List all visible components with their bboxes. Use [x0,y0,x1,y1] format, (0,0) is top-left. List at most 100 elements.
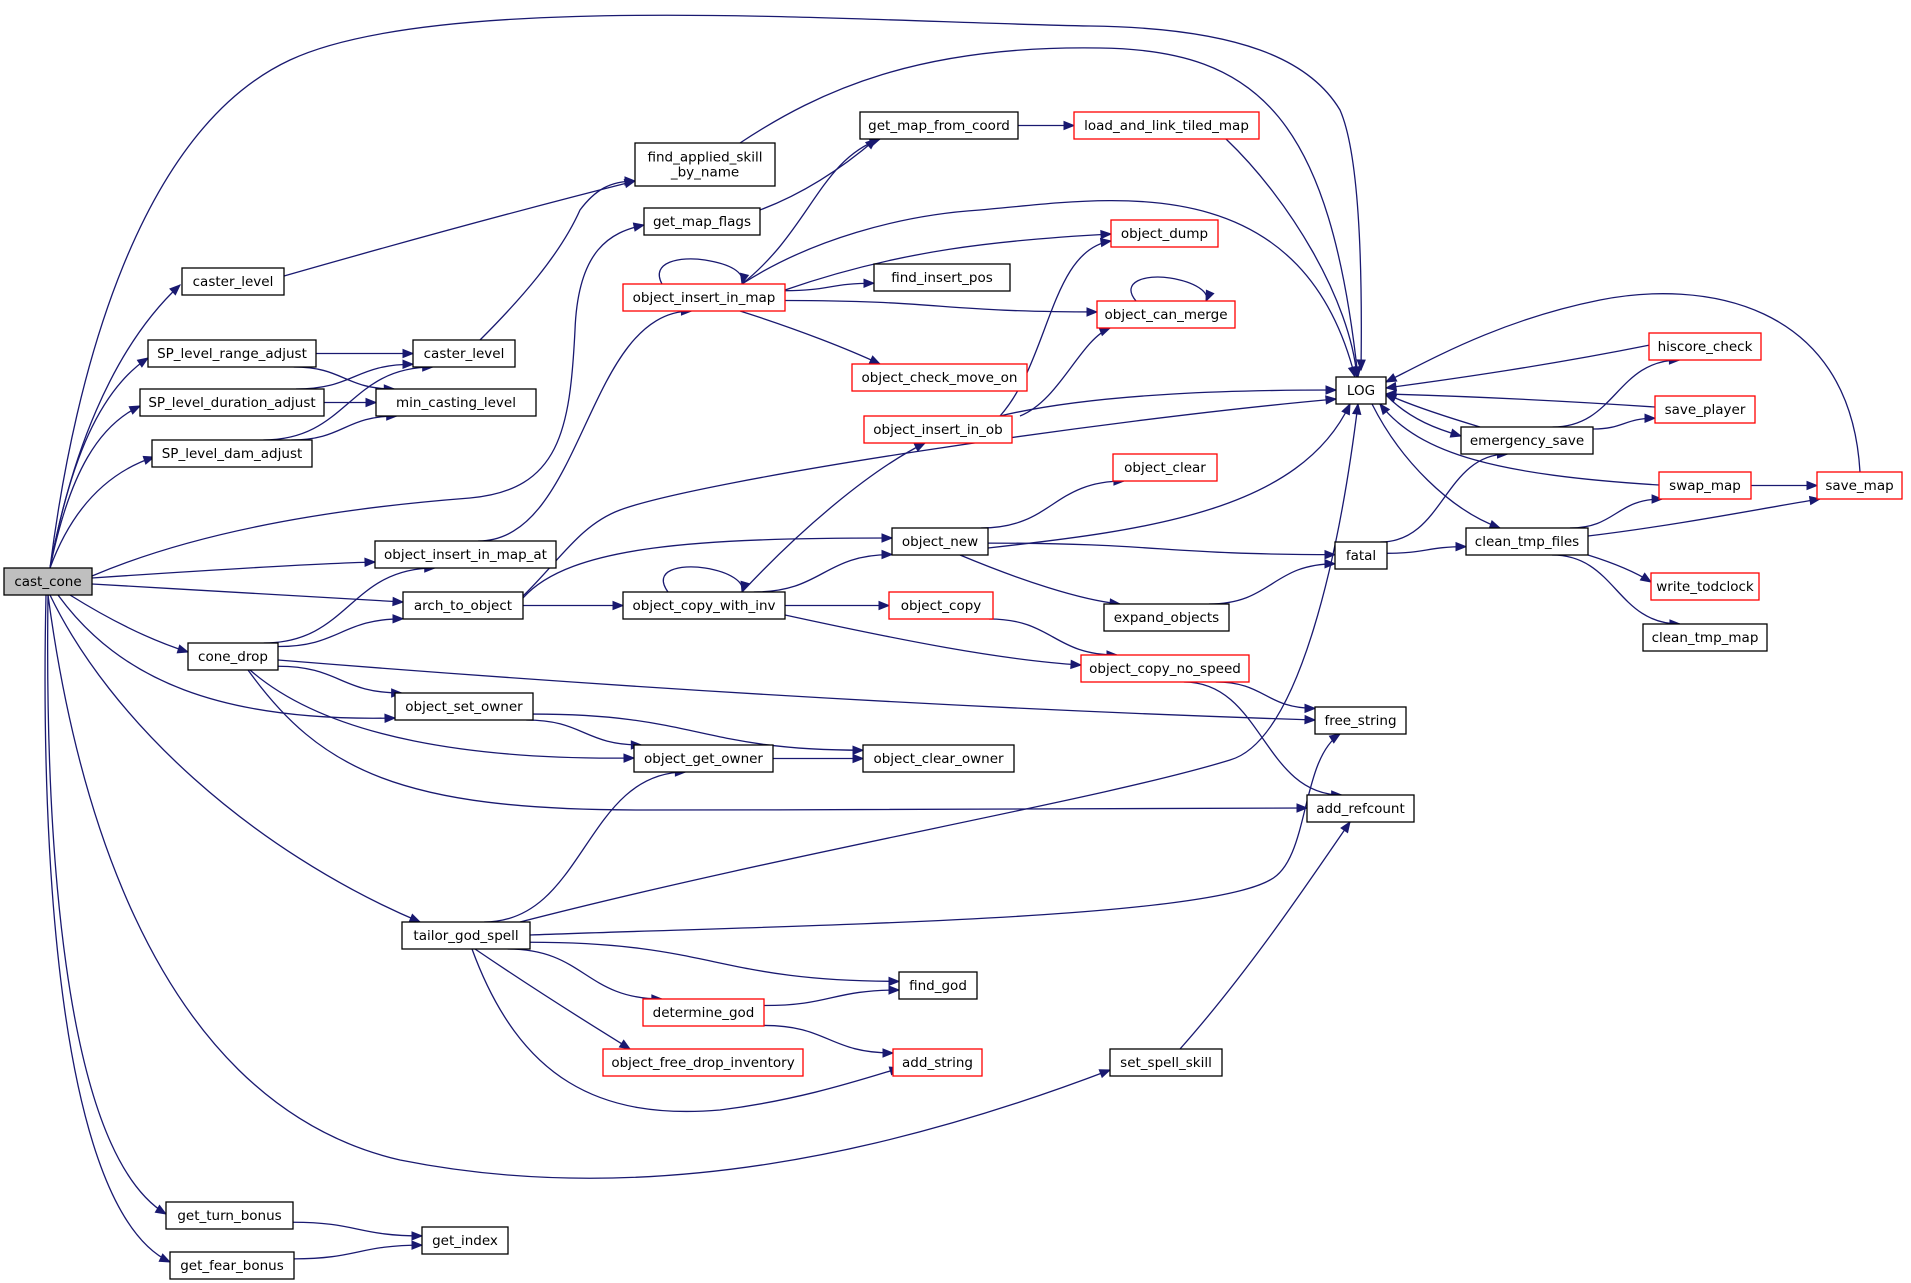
node-box [622,283,786,312]
node-label: get_fear_bonus [180,1258,284,1274]
edge-object_copy_no_speed-to-free_string [1215,681,1317,714]
node-label: object_get_owner [644,751,763,767]
node-find-applied-skill-by-name[interactable]: find_applied_skill_by_name [634,142,776,187]
edge-line [49,14,1362,569]
node-find-god[interactable]: find_god [898,971,978,1000]
edge-object_copy-to-object_copy_no_speed [988,618,1119,660]
node-clean-tmp-files[interactable]: clean_tmp_files [1465,527,1589,556]
node-cast-cone[interactable]: cast_cone [3,567,93,596]
node-expand-objects[interactable]: expand_objects [1103,603,1230,632]
node-min-casting-level[interactable]: min_casting_level [375,388,537,417]
node-box [859,111,1019,140]
node-box [888,591,994,620]
node-cone-drop[interactable]: cone_drop [187,642,279,671]
node-get-turn-bonus[interactable]: get_turn_bonus [165,1201,294,1230]
node-label: swap_map [1669,478,1741,494]
edge-object_insert_in_ob-to-object_can_merge [1019,327,1112,417]
node-object-insert-in-map[interactable]: object_insert_in_map [622,283,786,312]
arrowhead [913,442,927,452]
node-get-map-flags[interactable]: get_map_flags [643,207,761,236]
node-box [891,527,989,556]
edge-tailor_god_spell-to-LOG [519,402,1362,923]
node-emergency-save[interactable]: emergency_save [1460,426,1594,455]
node-object-clear[interactable]: object_clear [1112,453,1218,482]
node-object-dump[interactable]: object_dump [1110,219,1219,248]
node-label: tailor_god_spell [413,928,518,944]
node-label: caster_level [424,346,505,362]
edge-object_insert_in_map-to-find_insert_pos [784,278,876,292]
node-object-new[interactable]: object_new [891,527,989,556]
node-SP-level-range-adjust[interactable]: SP_level_range_adjust [147,339,317,368]
node-SP-level-duration-adjust[interactable]: SP_level_duration_adjust [139,388,325,417]
node-get-map-from-coord[interactable]: get_map_from_coord [859,111,1019,140]
node-determine-god[interactable]: determine_god [642,998,765,1027]
node-find-insert-pos[interactable]: find_insert_pos [873,263,1011,292]
edge-object_set_owner-to-object_get_owner [526,719,643,750]
edge-line [753,553,893,593]
arrowhead [1455,541,1468,552]
arrowhead [888,976,901,987]
node-box [633,744,774,773]
node-label: clean_tmp_map [1652,630,1759,646]
arrowhead [1063,120,1076,131]
node-fatal[interactable]: fatal [1334,541,1388,570]
node-get-fear-bonus[interactable]: get_fear_bonus [169,1251,295,1280]
arrowhead [888,985,901,995]
node-SP-level-dam-adjust[interactable]: SP_level_dam_adjust [151,439,313,468]
edge-line [263,567,435,644]
arrowhead [1384,373,1398,383]
node-object-free-drop-inventory[interactable]: object_free_drop_inventory [602,1048,804,1077]
edge-line [49,405,141,569]
node-get-index[interactable]: get_index [421,1226,509,1255]
node-object-get-owner[interactable]: object_get_owner [633,744,774,773]
edge-object_new-to-fatal [987,542,1337,560]
node-write-todclock[interactable]: write_todclock [1650,572,1760,601]
edge-line [277,659,1316,721]
node-free-string[interactable]: free_string [1314,706,1407,735]
node-load-and-link-tiled-map[interactable]: load_and_link_tiled_map [1073,111,1260,140]
arrowhead [1296,803,1309,813]
node-object-check-move-on[interactable]: object_check_move_on [851,363,1028,392]
node-object-insert-in-map-at[interactable]: object_insert_in_map_at [374,540,557,569]
node-LOG[interactable]: LOG [1335,376,1387,405]
node-add-refcount[interactable]: add_refcount [1306,794,1415,823]
node-swap-map[interactable]: swap_map [1658,471,1752,500]
edge-line [49,594,421,923]
arrowhead [1639,572,1653,583]
node-caster-level-2[interactable]: caster_level [412,339,516,368]
node-clean-tmp-map[interactable]: clean_tmp_map [1642,623,1768,652]
node-object-copy[interactable]: object_copy [888,591,994,620]
node-save-map[interactable]: save_map [1816,471,1903,500]
node-box [374,540,557,569]
node-label: determine_god [653,1005,755,1021]
edge-SP_level_range_adjust-to-caster_level_2 [316,348,415,359]
node-save-player[interactable]: save_player [1654,395,1756,424]
arrowhead [881,533,894,543]
node-set-spell-skill[interactable]: set_spell_skill [1109,1048,1223,1077]
node-box [1096,300,1236,329]
node-box [151,439,313,468]
node-object-can-merge[interactable]: object_can_merge [1096,300,1236,329]
node-label: object_dump [1121,226,1208,242]
node-object-copy-no-speed[interactable]: object_copy_no_speed [1080,654,1250,683]
node-label: get_index [432,1233,498,1249]
edge-object_insert_in_ob-to-object_dump [999,237,1113,417]
node-label: save_player [1665,402,1746,418]
node-arch-to-object[interactable]: arch_to_object [402,591,524,620]
node-caster-level-1[interactable]: caster_level [181,267,285,296]
node-object-insert-in-ob[interactable]: object_insert_in_ob [863,415,1013,444]
arrowhead [618,1039,632,1050]
node-object-copy-with-inv[interactable]: object_copy_with_inv [622,591,786,620]
edge-object_set_owner-to-object_clear_owner [532,713,865,755]
node-hiscore-check[interactable]: hiscore_check [1648,332,1762,361]
node-label: object_clear_owner [873,751,1004,767]
arrowhead [881,549,894,560]
arrowhead [365,397,378,408]
arrowhead [1352,402,1362,416]
node-add-string[interactable]: add_string [892,1048,983,1077]
node-object-set-owner[interactable]: object_set_owner [394,692,534,721]
edge-line [478,310,692,542]
node-tailor-god-spell[interactable]: tailor_god_spell [401,921,531,950]
node-label: caster_level [193,274,274,290]
node-object-clear-owner[interactable]: object_clear_owner [862,744,1015,773]
